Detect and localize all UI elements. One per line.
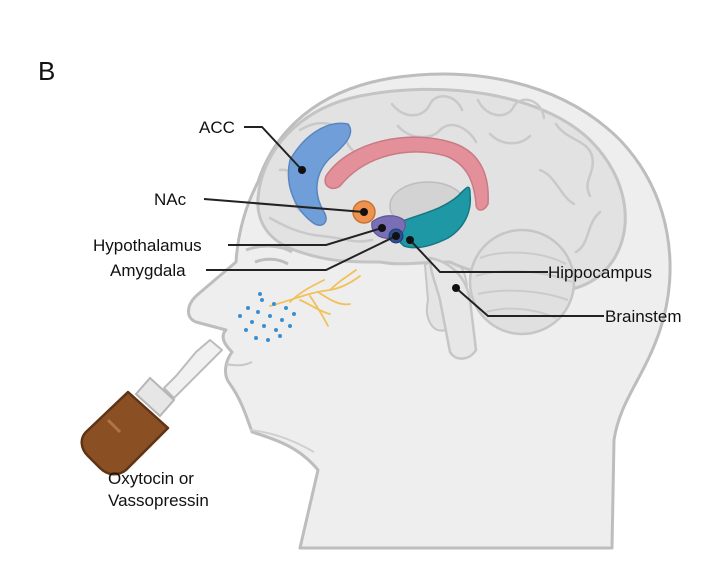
acc-leader xyxy=(244,126,303,171)
label-brainstem: Brainstem xyxy=(605,307,682,326)
jaw-line xyxy=(249,429,315,453)
cerebellum xyxy=(468,228,576,336)
amygdala-leader xyxy=(206,235,397,271)
spray-droplets xyxy=(238,292,296,342)
label-hypothalamus: Hypothalamus xyxy=(93,236,202,255)
label-amygdala: Amygdala xyxy=(110,261,186,280)
brainstem-leader xyxy=(455,287,604,317)
corpus-callosum xyxy=(324,136,489,211)
acc-region xyxy=(287,122,352,226)
nac-leader xyxy=(203,198,365,213)
hippocampus-region xyxy=(395,186,472,249)
label-nac: NAc xyxy=(154,190,187,209)
leader-lines xyxy=(203,126,604,317)
nasal-spray-bottle xyxy=(80,339,223,476)
eyebrow xyxy=(245,244,293,254)
olfactory-nerves xyxy=(269,269,361,327)
bottle-caption-line2: Vassopressin xyxy=(108,491,209,510)
label-acc: ACC xyxy=(199,118,235,137)
hypothalamus-leader xyxy=(228,227,383,246)
eye xyxy=(254,257,289,266)
leader-dots xyxy=(298,166,460,292)
mouth-line xyxy=(225,361,253,367)
bottle-caption-line1: Oxytocin or xyxy=(108,469,194,488)
label-hippocampus: Hippocampus xyxy=(548,263,652,282)
panel-letter: B xyxy=(38,56,55,86)
hippocampus-leader xyxy=(409,239,548,273)
